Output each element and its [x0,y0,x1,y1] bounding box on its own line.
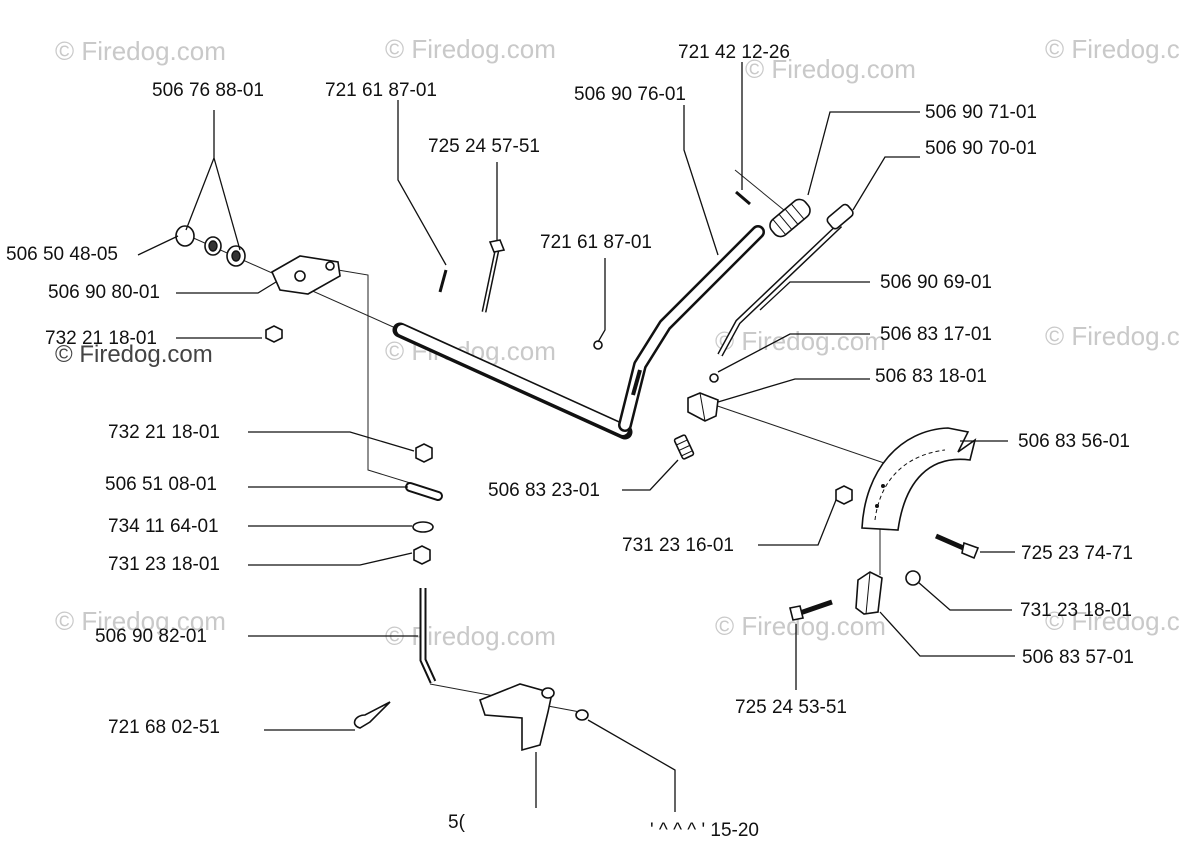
segment-nut [835,485,853,505]
hairpin-clip [353,701,391,729]
washer [412,521,434,533]
leader-p23 [917,581,1012,611]
label-p10: 506 90 80-01 [48,282,160,303]
label-p20: 731 23 16-01 [622,535,734,556]
leader-p29 [587,719,676,812]
label-p12: 732 21 18-01 [45,328,157,349]
leader-p25 [879,611,1015,657]
detent-block [687,392,719,422]
watermark-8: © Firedog.com [55,606,226,636]
watermark-2: © Firedog.com [385,34,556,64]
main-shaft [392,322,633,440]
handle-grip [769,198,811,238]
label-p26: 725 24 53-51 [735,697,847,718]
leader-p22 [248,552,413,566]
part-labels: 506 76 88-01 721 61 87-01 725 24 57-51 7… [6,42,1134,841]
watermark-1: © Firedog.com [55,36,226,66]
clamp-bolt [789,599,833,621]
label-p18: 506 83 23-01 [488,480,600,501]
leader-p18 [622,459,679,491]
leader-p20 [758,499,837,546]
nut-lower [413,545,431,565]
watermark-7: © Firedog.com [1045,321,1180,351]
watermark-6: © Firedog.com [715,326,886,356]
label-p3: 725 24 57-51 [428,136,540,157]
leader-p13 [717,333,870,373]
pivot-bracket [270,255,341,295]
watermark-3: © Firedog.com [745,54,916,84]
label-p14: 506 83 18-01 [875,366,987,387]
watermark-12: © Firedog.com [55,341,213,368]
bushings [175,225,246,267]
label-p7: 506 90 70-01 [925,138,1037,159]
pin-rod [405,482,443,501]
label-p25: 506 83 57-01 [1022,647,1134,668]
leader-p9 [597,258,606,343]
threaded-rod [419,588,437,684]
label-p16: 506 83 56-01 [1018,431,1130,452]
leader-p11 [759,281,870,311]
clamp-nut [905,570,921,586]
lever-plate [479,683,555,752]
label-p2: 721 61 87-01 [325,80,437,101]
label-p4: 721 42 12-26 [678,42,790,63]
leader-p10 [176,281,277,294]
leader-p7 [852,156,920,211]
label-p13: 506 83 17-01 [880,324,992,345]
label-p5: 506 90 76-01 [574,84,686,105]
axis-line-rod-top [734,169,791,216]
segment-bolt [934,533,980,560]
nut-upper [415,443,433,463]
label-p6: 506 90 71-01 [925,102,1037,123]
label-p1: 506 76 88-01 [152,80,264,101]
clamp [855,571,883,615]
label-p9: 721 61 87-01 [540,232,652,253]
leader-p2 [397,100,447,266]
toothed-segment [861,427,977,531]
label-p23: 731 23 18-01 [1020,600,1132,621]
label-p17: 506 51 08-01 [105,474,217,495]
leader-p1b [213,157,241,251]
nut-left [265,325,283,343]
label-p28: 5( [448,812,466,833]
release-rod [717,203,854,357]
leader-p15 [248,431,415,452]
leader-lines [137,62,1015,812]
leader-p8 [137,235,179,256]
watermark-4: © Firedog.com [1045,34,1180,64]
label-p29: ' ^ ^ ^ ' 15-20 [650,820,759,841]
watermark-11: © Firedog.com [1045,606,1180,636]
leader-p6 [807,111,920,196]
watermarks: © Firedog.com © Firedog.com © Firedog.co… [55,34,1180,651]
parts [175,190,980,752]
lever-nut [575,709,589,721]
label-p21: 725 23 74-71 [1021,543,1133,564]
label-p27: 721 68 02-51 [108,717,220,738]
label-p11: 506 90 69-01 [880,272,992,293]
small-pin [735,190,751,206]
bolt-shaft [481,239,506,313]
label-p15: 732 21 18-01 [108,422,220,443]
label-p24: 506 90 82-01 [95,626,207,647]
axis-line-shaft-to-segment [699,399,891,466]
bent-lever-arm [618,225,765,432]
axis-line-pin [337,269,421,487]
ball [709,373,719,383]
leader-p14 [717,378,870,403]
leader-p5 [683,105,719,256]
rivet-1 [593,340,603,350]
bolt-small-1 [438,269,448,293]
label-p8: 506 50 48-05 [6,244,118,265]
label-p22: 731 23 18-01 [108,554,220,575]
leader-p1 [185,110,215,231]
label-p19: 734 11 64-01 [108,516,219,537]
spring [673,434,695,460]
